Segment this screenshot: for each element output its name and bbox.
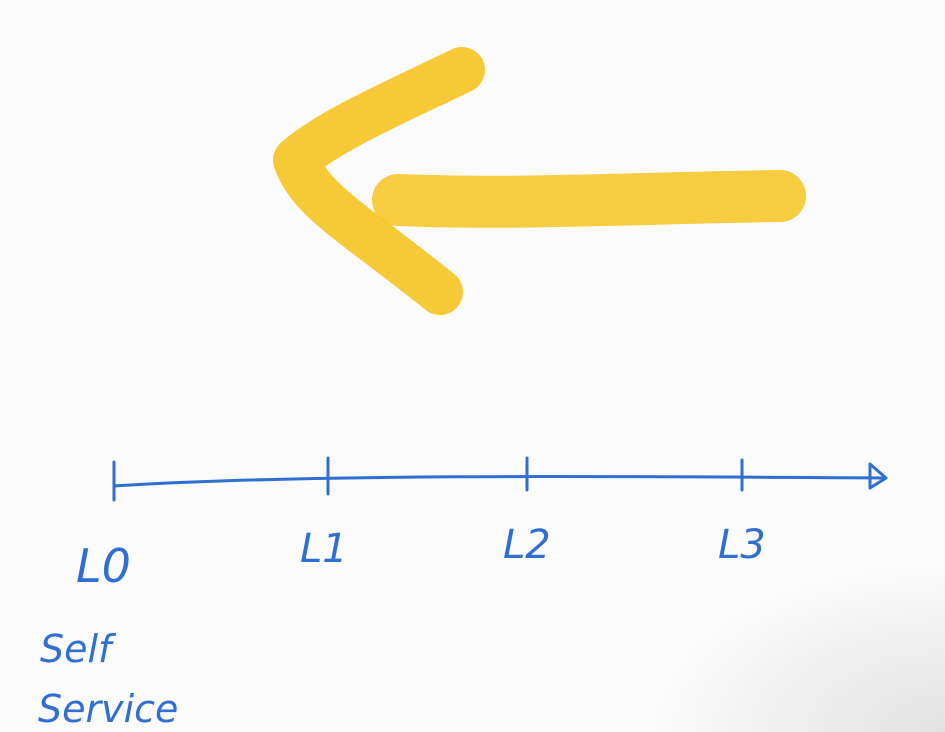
note-self: Self bbox=[40, 627, 117, 671]
axis-arrowhead bbox=[868, 462, 888, 490]
arrow-shaft bbox=[372, 170, 806, 228]
arrow-head bbox=[273, 47, 485, 315]
note-service: Service bbox=[38, 687, 178, 731]
left-arrow bbox=[273, 47, 806, 315]
timeline-axis bbox=[112, 456, 888, 502]
label-l1: L1 bbox=[300, 526, 348, 572]
label-l0: L0 bbox=[76, 539, 131, 593]
label-l2: L2 bbox=[503, 522, 551, 568]
label-l3: L3 bbox=[718, 522, 766, 568]
axis-line bbox=[112, 474, 887, 488]
